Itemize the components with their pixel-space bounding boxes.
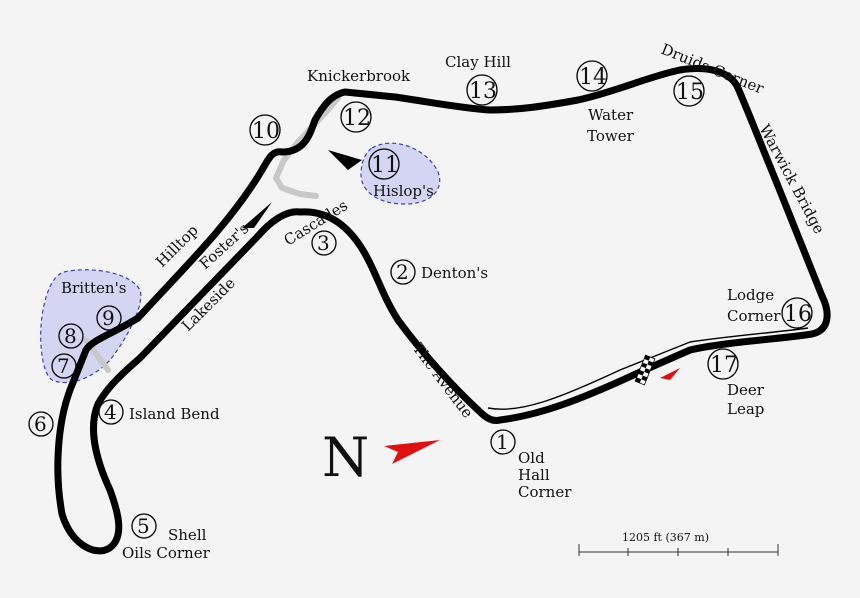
clay-hill-label: Clay Hill: [445, 53, 511, 71]
corner-marker-17: 17: [707, 348, 739, 380]
oils-corner-label: Oils Corner: [122, 544, 211, 562]
scale-bar: [578, 544, 779, 556]
north-label: N: [322, 426, 369, 489]
svg-text:2: 2: [396, 260, 409, 284]
the-avenue-label: The Avenue: [409, 340, 477, 422]
hislops-label: Hislop's: [373, 182, 434, 200]
leap-label: Leap: [727, 400, 764, 418]
corner-marker-2: 2: [390, 259, 416, 285]
svg-text:9: 9: [102, 306, 115, 330]
dentons-label: Denton's: [421, 264, 488, 282]
scale-label: 1205 ft (367 m): [622, 531, 709, 544]
corner-marker-7: 7: [51, 353, 77, 379]
svg-text:15: 15: [676, 80, 704, 105]
start-arrow-icon: [660, 368, 680, 380]
svg-text:13: 13: [469, 79, 497, 104]
pit-lane: [487, 327, 809, 410]
hall-label: Hall: [518, 466, 550, 484]
direction-arrow-icon: [328, 150, 362, 170]
corner-marker-9: 9: [96, 305, 122, 331]
north-arrow-icon: [384, 440, 440, 464]
corner-marker-11: 11: [368, 148, 400, 180]
corner-marker-15: 15: [673, 75, 705, 107]
hilltop-label: Hilltop: [152, 221, 202, 271]
deer-label: Deer: [727, 381, 765, 399]
svg-text:17: 17: [710, 353, 738, 378]
lodge-corner-label: Corner: [727, 307, 781, 325]
old-chicane-section: [273, 95, 341, 199]
old-label: Old: [518, 449, 545, 467]
old-hall-corner-label: Corner: [518, 483, 572, 501]
island-bend-label: Island Bend: [129, 405, 220, 423]
svg-text:7: 7: [57, 354, 70, 378]
brittens-label: Britten's: [61, 279, 126, 297]
circuit-track: [54, 65, 831, 555]
svg-text:8: 8: [64, 324, 77, 348]
corner-marker-14: 14: [576, 60, 608, 92]
direction-arrow-icon: [242, 202, 272, 228]
corner-marker-6: 6: [28, 411, 54, 437]
corner-marker-10: 10: [249, 114, 281, 146]
svg-text:10: 10: [252, 119, 280, 144]
knickerbrook-label: Knickerbrook: [307, 67, 411, 85]
corner-marker-4: 4: [98, 399, 124, 425]
lodge-label: Lodge: [727, 286, 774, 304]
corner-marker-12: 12: [340, 101, 372, 133]
svg-text:16: 16: [784, 302, 812, 327]
svg-text:4: 4: [104, 400, 117, 424]
svg-text:1: 1: [496, 430, 509, 454]
svg-text:5: 5: [137, 514, 150, 538]
corner-marker-16: 16: [781, 297, 813, 329]
tower-label: Tower: [587, 127, 635, 145]
shell-label: Shell: [168, 526, 207, 544]
chequered-flag-icon: [634, 354, 656, 386]
svg-text:3: 3: [317, 231, 330, 255]
water-label: Water: [588, 106, 634, 124]
corner-marker-8: 8: [58, 323, 84, 349]
corner-marker-13: 13: [466, 74, 498, 106]
svg-text:14: 14: [579, 65, 607, 90]
svg-text:11: 11: [371, 153, 399, 178]
svg-text:6: 6: [34, 412, 47, 436]
hislops-highlight: [360, 142, 441, 205]
corner-marker-5: 5: [131, 513, 157, 539]
corner-marker-3: 3: [311, 230, 337, 256]
corner-marker-1: 1: [490, 429, 516, 455]
svg-text:12: 12: [343, 106, 371, 131]
